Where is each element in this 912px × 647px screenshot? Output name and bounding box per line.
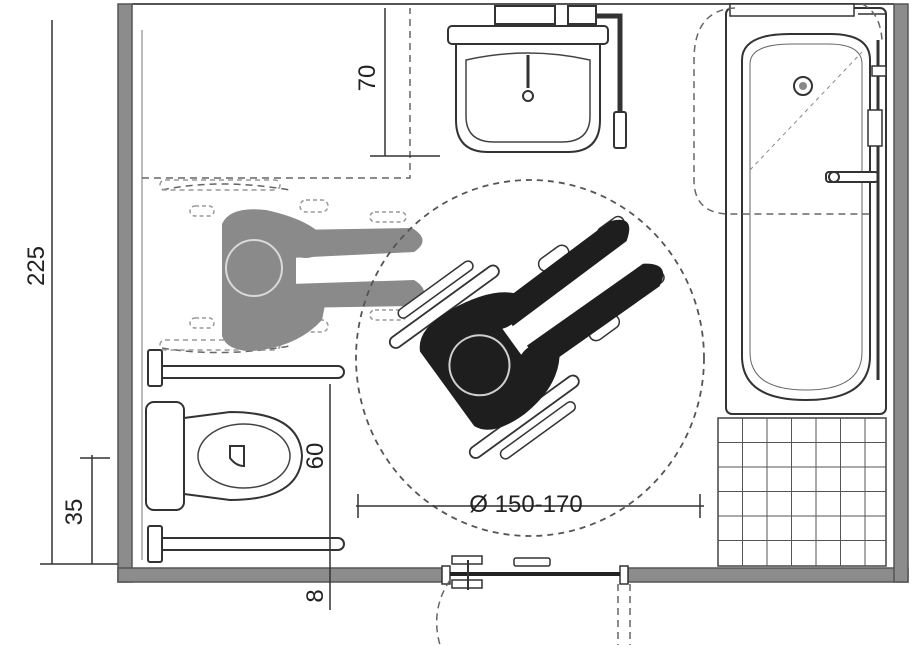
basin-clearance-label: 70: [354, 65, 381, 92]
door-post-right: [619, 565, 629, 585]
basin-clearance-zone: [142, 8, 411, 179]
toilet-area: 60 8: [145, 349, 345, 610]
door: [435, 555, 631, 646]
bathtub-icon: [693, 3, 887, 415]
left-wall: [117, 3, 133, 583]
basin-clearance: 70: [142, 8, 440, 179]
basin-grab-rail: [596, 13, 623, 118]
shower-zone-dash: [693, 7, 870, 215]
turning-circle-outline: [355, 179, 705, 537]
room-height-dimension: 225: [23, 20, 118, 565]
turning-circle: Ø 150-170: [355, 179, 705, 537]
floor-tiles: [717, 417, 887, 567]
washbasin-icon: [447, 5, 627, 153]
right-wall: [893, 3, 909, 583]
turning-circle-label: Ø 150-170: [469, 491, 582, 518]
door-swing-arc: [435, 579, 451, 646]
shower-diagonal: [749, 51, 863, 171]
toilet-icon: [145, 401, 304, 511]
upper-grab-rail: [147, 365, 345, 379]
lower-grab-rail: [147, 537, 345, 551]
wheelchair-icon: [388, 215, 665, 460]
bottom-wall-left: [117, 567, 443, 583]
door-offset-label: 8: [302, 589, 329, 602]
bottom-wall-right: [627, 567, 909, 583]
door-handle-icon: [451, 555, 551, 590]
wheelchair-ghost-icon: [159, 179, 424, 354]
wc-offset-label: 35: [61, 499, 88, 526]
room-height-label: 225: [23, 246, 50, 286]
wc-offset-dimension: 35: [61, 455, 110, 564]
wc-rail-width-label: 60: [302, 443, 329, 470]
